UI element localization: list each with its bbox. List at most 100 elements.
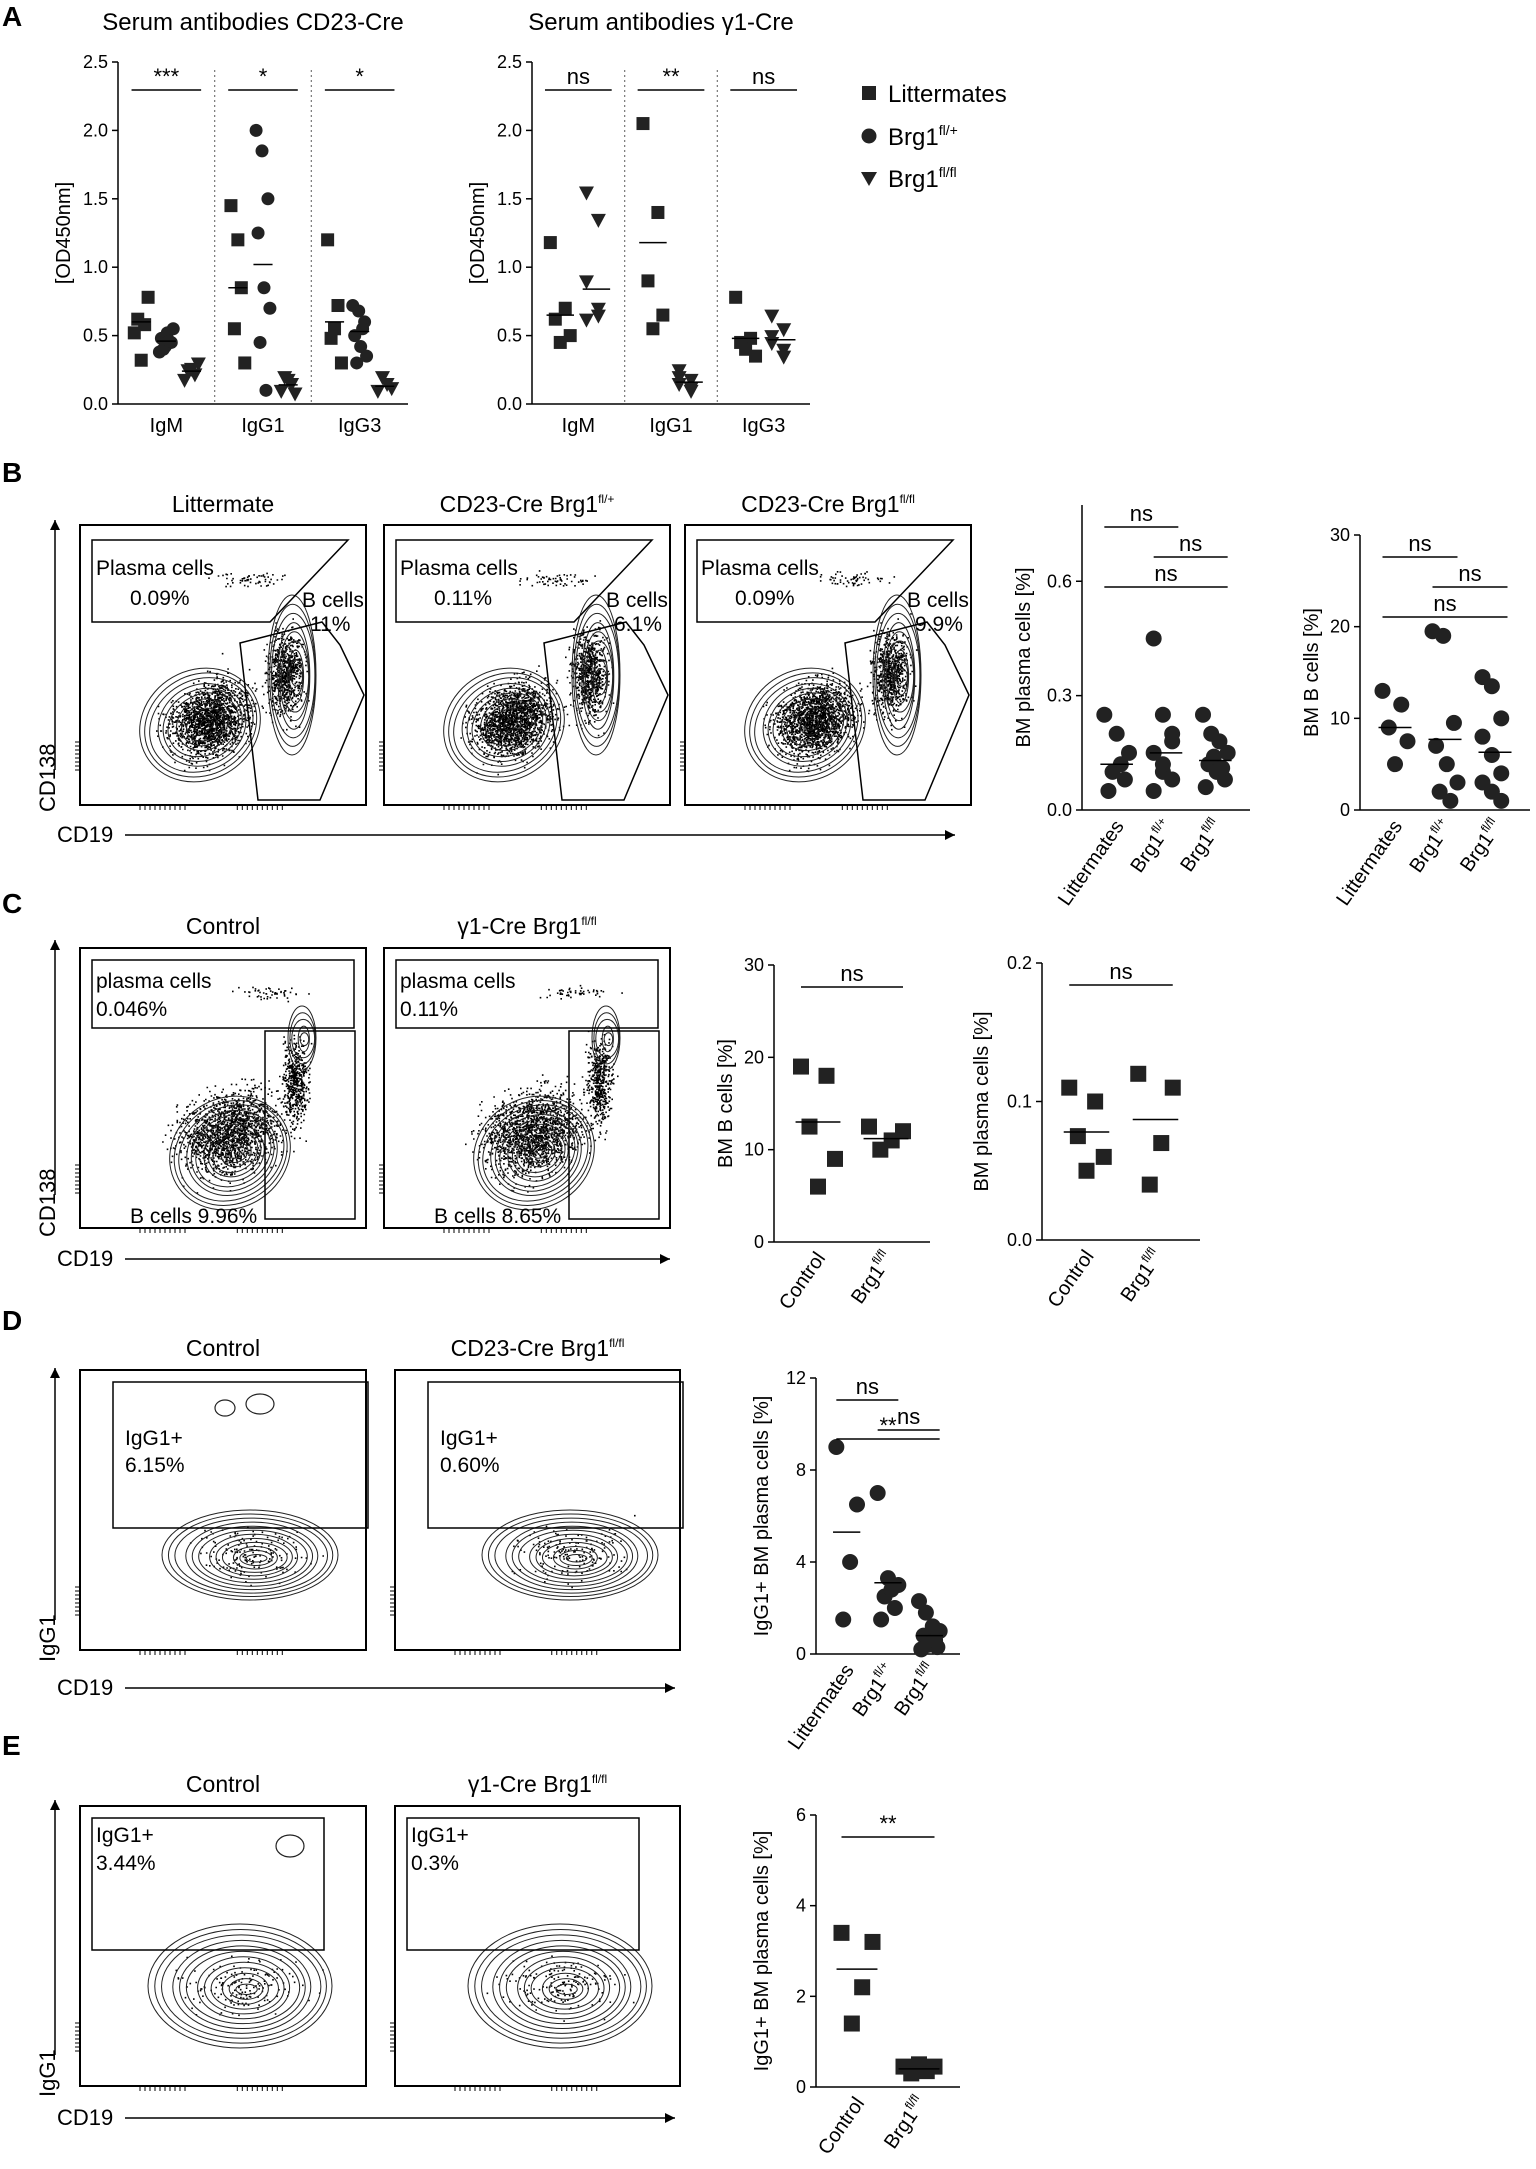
density-contour [473, 1095, 595, 1211]
density-contour [167, 692, 240, 758]
density-contour [210, 1967, 279, 2010]
significance-label: ns [1458, 561, 1481, 586]
data-point [257, 281, 271, 295]
x-tick-label: Brg1fl/+ [1403, 815, 1457, 877]
data-point [1445, 714, 1462, 731]
density-contour [494, 1517, 649, 1594]
y-tick-label: 2.0 [83, 120, 108, 140]
data-point [1435, 627, 1452, 644]
data-point [590, 213, 606, 228]
density-contour [173, 1099, 288, 1206]
density-contour [485, 703, 533, 747]
data-point [328, 322, 342, 336]
density-contour [174, 1517, 329, 1594]
x-tick-label: IgG1 [649, 415, 692, 437]
facs-plot-title: CD23-Cre Brg1fl/fl [741, 491, 915, 517]
data-point [1116, 771, 1133, 788]
data-point [1154, 706, 1171, 723]
data-point [141, 290, 155, 304]
density-contour [762, 683, 852, 767]
density-contour [882, 622, 916, 730]
data-point [563, 329, 577, 343]
data-point [1474, 728, 1491, 745]
y-axis-ticks [379, 1164, 384, 1194]
data-point [683, 384, 699, 399]
x-tick-label: IgG1 [241, 415, 284, 437]
density-contour [267, 594, 317, 756]
data-point [321, 233, 335, 247]
density-contour [203, 1123, 265, 1182]
chart-title: Serum antibodies CD23-Cre [102, 9, 403, 36]
data-point [749, 349, 763, 363]
density-contour [528, 1142, 553, 1163]
legend-sup: fl/fl [939, 164, 957, 180]
y-tick-label: 2.5 [497, 52, 522, 72]
igg1-gate-name: IgG1+ [440, 1427, 498, 1450]
density-contour [443, 667, 565, 783]
data-point [578, 313, 594, 328]
data-point [641, 274, 655, 288]
data-point [263, 301, 277, 315]
density-contour [487, 1513, 654, 1598]
y-tick-label: 0.6 [1047, 571, 1072, 591]
data-point [764, 309, 780, 324]
data-point [249, 123, 263, 137]
data-point [729, 290, 743, 304]
data-point [1442, 792, 1459, 809]
data-point [374, 371, 390, 386]
b-gate-label: B cells 8.65% [434, 1205, 561, 1228]
data-point [1393, 696, 1410, 713]
plasma-cell-gate [696, 539, 955, 623]
data-point [636, 117, 650, 131]
density-contour [279, 631, 310, 722]
x-tick-label: Control [814, 2093, 869, 2158]
density-contour [299, 1032, 310, 1047]
y-axis-label: [OD450nm] [467, 182, 489, 284]
data-point [651, 205, 665, 219]
y-tick-label: 12 [786, 1368, 806, 1388]
density-contour [511, 1128, 566, 1178]
data-point [1145, 630, 1162, 647]
x-axis-ticks [454, 1650, 598, 1655]
density-contour [583, 631, 614, 722]
density-contour [229, 1146, 246, 1159]
data-point [849, 1496, 865, 1513]
density-contour [461, 683, 551, 767]
density-contour [573, 603, 620, 747]
density-contour [480, 698, 536, 752]
density-contour [490, 707, 529, 742]
density-contour [781, 698, 837, 752]
y-axis-ticks [75, 741, 80, 771]
event-dots [486, 1955, 635, 2022]
density-contour [541, 1972, 589, 2005]
y-tick-label: 1.5 [83, 189, 108, 209]
density-contour [503, 718, 518, 731]
data-point [590, 302, 606, 317]
significance-label: ns [1408, 531, 1431, 556]
data-point [261, 192, 275, 206]
data-point [810, 1178, 826, 1195]
panel-letter-a: A [2, 1, 22, 32]
density-contour [749, 672, 863, 778]
chart-title: Serum antibodies γ1-Cre [528, 9, 793, 36]
density-contour [595, 1018, 620, 1059]
y-axis-label: BM plasma cells [%] [1013, 567, 1035, 747]
data-point [926, 2058, 943, 2075]
data-point [883, 1581, 900, 1598]
igg1-gate [91, 1817, 325, 1951]
density-contour [548, 1978, 584, 2000]
density-contour [591, 649, 609, 704]
density-contour [499, 1945, 626, 2030]
igg1-gate [406, 1817, 640, 1951]
data-point [177, 373, 193, 388]
data-point [255, 144, 269, 158]
significance-label: *** [153, 64, 179, 89]
x-axis-ticks [139, 1650, 283, 1655]
data-point [224, 199, 238, 213]
plot-frame [383, 524, 671, 806]
